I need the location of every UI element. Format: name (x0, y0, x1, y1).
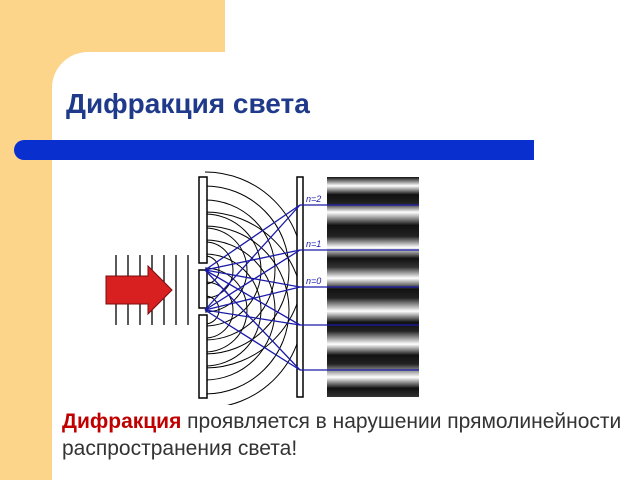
caption-text: проявляется в нарушении прямолинейности … (62, 410, 622, 460)
slide-title: Дифракция света (66, 88, 310, 119)
incident-light-arrow-icon (105, 264, 173, 316)
order-label-2: n=2 (306, 194, 321, 204)
order-label-0: n=0 (306, 276, 321, 286)
slide-caption: Дифракция проявляется в нарушении прямол… (62, 408, 622, 462)
order-label-1: n=1 (306, 239, 321, 249)
diffraction-diagram: n=2 n=1 n=0 (105, 171, 419, 405)
caption-term: Дифракция (62, 410, 182, 433)
double-slit-barrier (198, 176, 208, 399)
title-underline-bar (14, 140, 534, 160)
path-rays (204, 204, 419, 371)
